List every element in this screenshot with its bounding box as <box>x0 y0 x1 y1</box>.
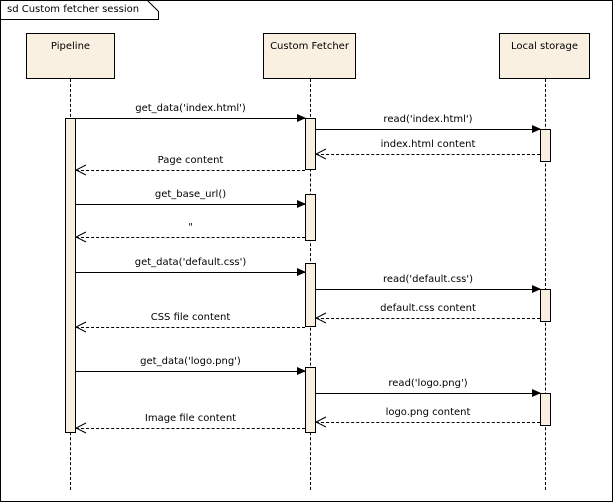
activation-custom-fetcher-3 <box>305 263 316 327</box>
message-line <box>76 237 305 238</box>
arrowhead-open-left-icon <box>315 312 327 324</box>
message-label: get_base_url() <box>154 189 227 200</box>
activation-custom-fetcher-1 <box>305 118 316 170</box>
arrowhead-filled-right-icon <box>297 114 306 122</box>
frame-title-pentagon-icon <box>0 0 159 20</box>
message-label: index.html content <box>380 139 476 150</box>
message-label: Image file content <box>144 413 237 424</box>
message-label: " <box>188 222 193 233</box>
message-label: get_data('default.css') <box>134 257 247 268</box>
lifeline-stem-local-storage <box>545 79 546 490</box>
message-line <box>316 318 540 319</box>
activation-custom-fetcher-2 <box>305 194 316 241</box>
arrowhead-open-left-icon <box>75 231 87 243</box>
lifeline-head-custom-fetcher[interactable]: Custom Fetcher <box>263 33 356 79</box>
lifeline-label-custom-fetcher: Custom Fetcher <box>270 41 349 52</box>
lifeline-head-local-storage[interactable]: Local storage <box>499 33 590 79</box>
message-label: Page content <box>157 155 224 166</box>
message-label: get_data('logo.png') <box>140 356 241 367</box>
activation-local-storage-3 <box>540 393 551 426</box>
message-label: CSS file content <box>150 312 231 323</box>
message-line <box>76 371 305 372</box>
activation-local-storage-2 <box>540 289 551 322</box>
activation-pipeline-1 <box>65 118 76 433</box>
arrowhead-filled-right-icon <box>297 268 306 276</box>
arrowhead-filled-right-icon <box>532 125 541 133</box>
message-line <box>316 393 540 394</box>
message-line <box>316 289 540 290</box>
message-line <box>316 422 540 423</box>
message-label: read('default.css') <box>382 274 474 285</box>
arrowhead-open-left-icon <box>75 321 87 333</box>
arrowhead-filled-right-icon <box>532 285 541 293</box>
arrowhead-open-left-icon <box>315 148 327 160</box>
lifeline-head-pipeline[interactable]: Pipeline <box>26 33 115 79</box>
activation-custom-fetcher-4 <box>305 367 316 433</box>
message-label: logo.png content <box>385 407 471 418</box>
message-label: default.css content <box>380 303 476 314</box>
lifeline-label-pipeline: Pipeline <box>50 41 91 52</box>
arrowhead-filled-right-icon <box>297 367 306 375</box>
message-label: get_data('index.html') <box>135 103 246 114</box>
message-line <box>76 170 305 171</box>
arrowhead-open-left-icon <box>75 422 87 434</box>
message-label: read('logo.png') <box>388 378 468 389</box>
message-line <box>76 272 305 273</box>
message-line <box>76 118 305 119</box>
lifeline-label-local-storage: Local storage <box>510 41 579 52</box>
message-line <box>76 428 305 429</box>
arrowhead-open-left-icon <box>315 416 327 428</box>
message-label: read('index.html') <box>383 114 473 125</box>
message-line <box>76 204 305 205</box>
arrowhead-open-left-icon <box>75 164 87 176</box>
activation-local-storage-1 <box>540 129 551 162</box>
frame-title-label: sd Custom fetcher session <box>7 4 140 15</box>
message-line <box>316 154 540 155</box>
message-line <box>76 327 305 328</box>
arrowhead-filled-right-icon <box>532 389 541 397</box>
arrowhead-filled-right-icon <box>297 200 306 208</box>
message-line <box>316 129 540 130</box>
